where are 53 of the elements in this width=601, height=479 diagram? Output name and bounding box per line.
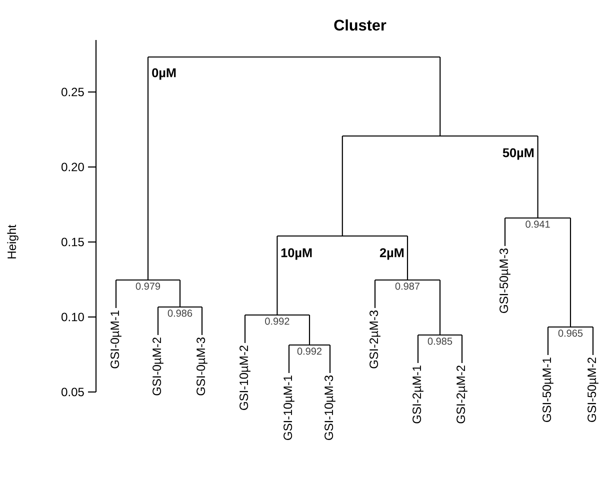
branch-line xyxy=(276,236,278,315)
leaf-label: GSI-0µM-3 xyxy=(196,338,208,396)
branch-line xyxy=(179,280,181,307)
tick-label: 0.15 xyxy=(62,238,84,246)
tick-label: 0.20 xyxy=(62,162,84,172)
leaf-label: GSI-10µM-3 xyxy=(324,376,336,440)
tick-label: 0.10 xyxy=(62,312,84,322)
branch-line xyxy=(461,335,463,363)
branch-line xyxy=(244,315,246,343)
branch-line xyxy=(570,218,572,327)
branch-line xyxy=(308,315,310,345)
branch-line xyxy=(504,218,506,246)
leaf-label: GSI-2µM-2 xyxy=(456,366,468,424)
branch-line xyxy=(417,335,419,363)
cluster-bar: 0.987 xyxy=(375,279,440,290)
branch-line xyxy=(439,280,441,335)
branch-line xyxy=(329,345,331,373)
branch-line xyxy=(115,280,117,308)
cluster-bar: 0.941 xyxy=(505,217,571,228)
branch-line xyxy=(157,307,159,335)
tick-label: 0.25 xyxy=(62,88,84,96)
branch-line xyxy=(147,57,149,280)
leaf-label: GSI-2µM-1 xyxy=(412,366,424,424)
cluster-bar: 0.992 xyxy=(244,314,310,325)
branch-line xyxy=(201,307,203,335)
group-label: 0µM xyxy=(152,68,176,80)
branch-line xyxy=(342,136,343,236)
branch-line xyxy=(592,327,594,355)
chart-title: Cluster xyxy=(334,19,386,31)
leaf-label: GSI-0µM-2 xyxy=(152,338,164,396)
branch-line xyxy=(288,345,290,373)
leaf-label: GSI-10µM-1 xyxy=(284,376,294,440)
group-label: 10µM xyxy=(281,248,312,260)
cluster-bar: 0.986 xyxy=(158,306,202,317)
branch-line xyxy=(547,327,549,355)
cluster-bar: 0.985 xyxy=(418,334,462,345)
leaf-label: GSI-2µM-3 xyxy=(370,310,380,368)
group-label: 50µM xyxy=(502,148,534,160)
group-label: 2µM xyxy=(380,248,404,260)
branch-line xyxy=(440,57,441,136)
leaf-label: GSI-10µM-2 xyxy=(240,346,250,410)
branch-line xyxy=(406,236,408,280)
branch-line xyxy=(374,280,376,308)
leaf-label: GSI-50µM-1 xyxy=(542,358,554,422)
cluster-bar: 0.965 xyxy=(548,326,593,337)
branch-line xyxy=(537,136,538,218)
leaf-label: GSI-0µM-1 xyxy=(110,310,122,368)
cluster-bar: 0.992 xyxy=(289,344,330,355)
leaf-label: GSI-50µM-2 xyxy=(588,358,598,422)
tick-label: 0.05 xyxy=(62,388,84,396)
cluster-bar: 0.979 xyxy=(116,279,180,290)
axis-title: Height xyxy=(7,224,18,258)
leaf-label: GSI-50µM-3 xyxy=(500,248,510,313)
